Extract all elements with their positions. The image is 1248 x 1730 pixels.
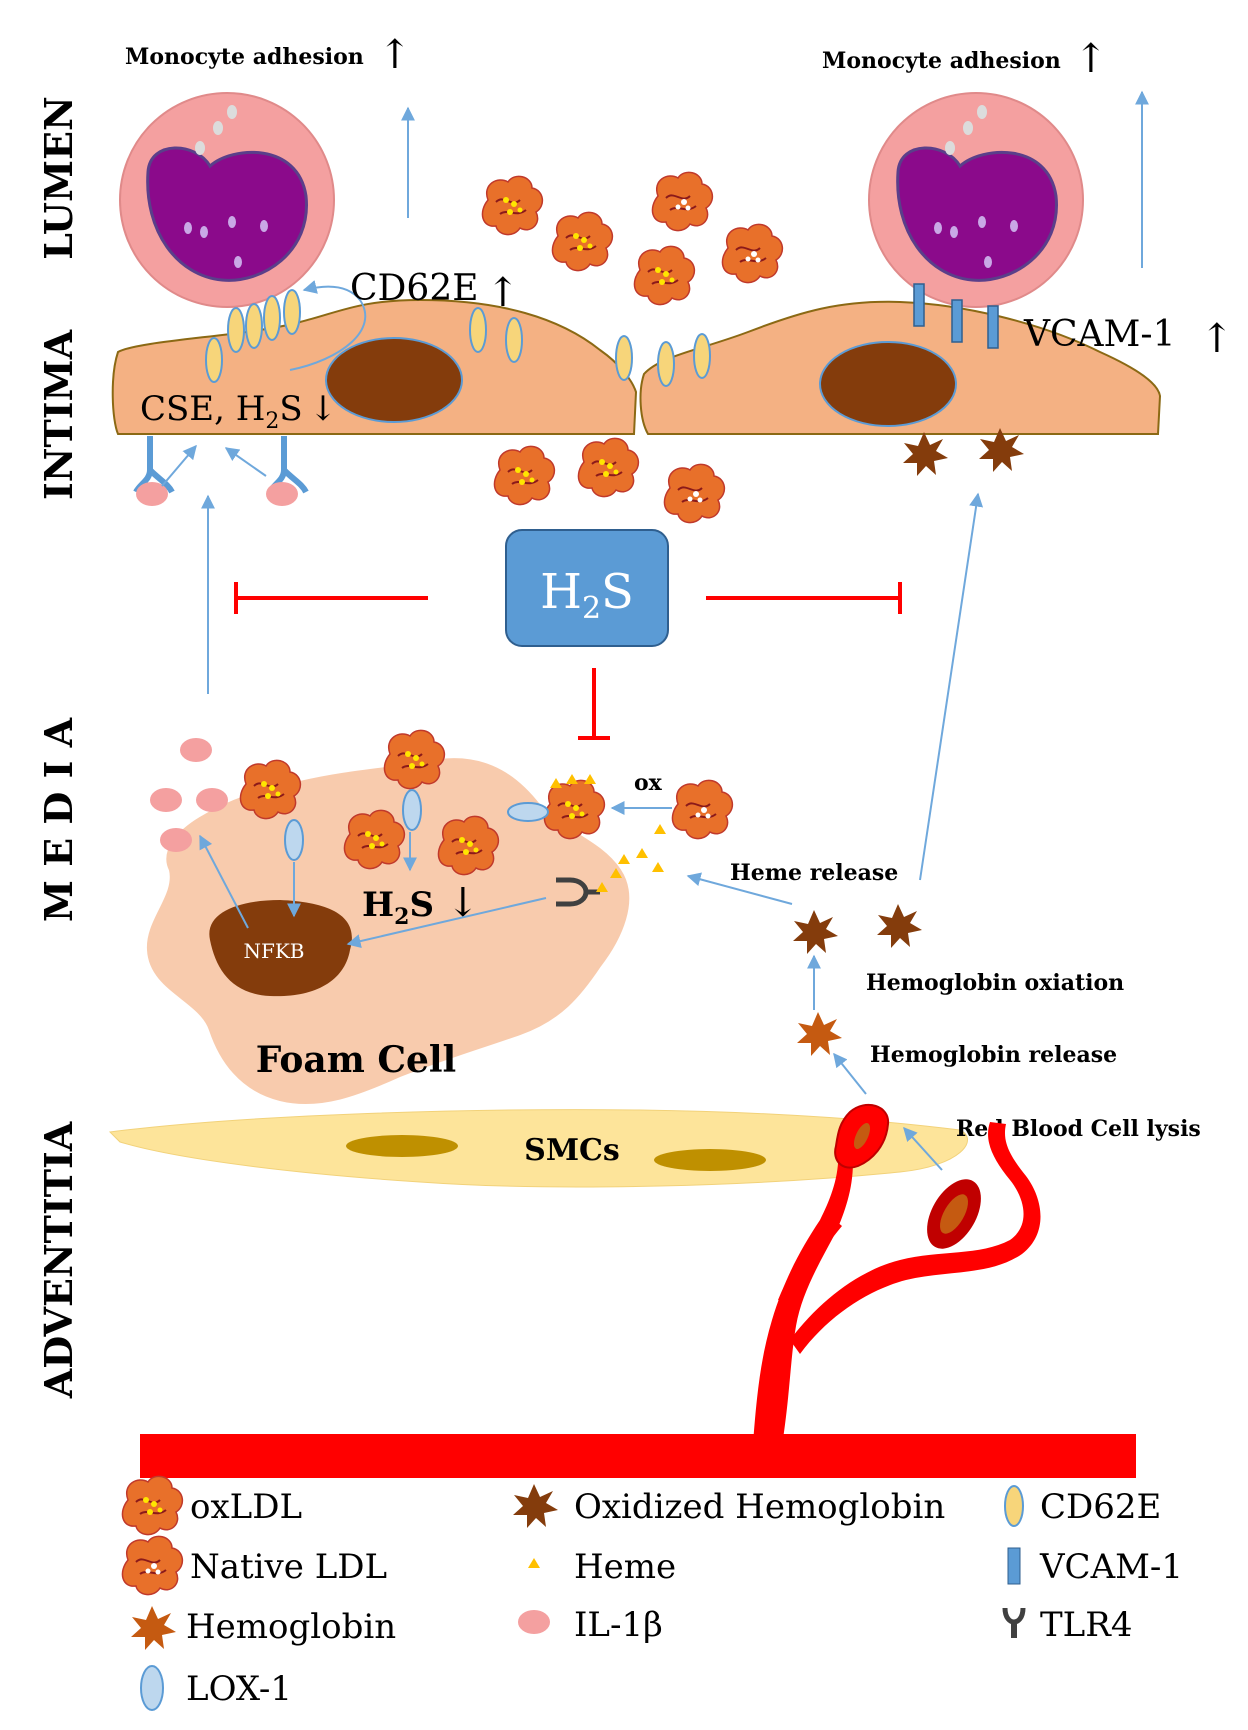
vcam1-label: VCAM-1 [1023,314,1175,355]
layer-label-adventitia: ADVENTITIA [36,1121,81,1399]
cd62e-receptors-right [657,333,711,387]
cd62e-curve-arrow [289,280,367,371]
legend-item-il1b: IL-1β [518,1605,663,1645]
monocyte-adhesion-right-label: Monocyte adhesion [822,48,1061,74]
legend-item-native-ldl: Native LDL [121,1535,387,1596]
tlr4-icon [1005,1608,1023,1638]
legend-item-heme: Heme [528,1547,676,1587]
hb-release-arrow [833,1052,867,1095]
svg-text:LOX-1: LOX-1 [186,1669,292,1709]
oxidized-hemoglobin-under-intima [903,428,1024,476]
foam-arrow-3 [199,834,249,929]
rbc-lysis-arrow-1 [903,1126,943,1171]
inhibition-down [578,668,610,740]
h2s-box [505,529,669,647]
legend-item-cd62e: CD62E [1004,1485,1161,1527]
svg-text:oxLDL: oxLDL [190,1487,302,1527]
legend: oxLDL Native LDL Hemoglobin LOX-1 Oxidiz… [121,1475,1183,1711]
cd62e-icon [1004,1485,1024,1527]
endothelial-nucleus-left [325,337,463,423]
native-ldl-icon [121,1535,184,1596]
monocyte-left [119,92,335,308]
monocyte-adhesion-left-arrow: ↑ [378,32,412,78]
heme-release-arrow [686,872,793,905]
receptor-arrow-2 [224,447,267,477]
svg-text:Native LDL: Native LDL [190,1547,387,1587]
heme-particles [550,774,666,892]
svg-text:Oxidized Hemoglobin: Oxidized Hemoglobin [574,1487,945,1527]
layer-label-media: M E D I A [36,717,81,922]
oxidized-hemoglobin-media [793,904,922,954]
arrow-heme-to-intima [919,492,984,881]
cd62e-receptors-left [205,289,633,383]
smc-layer [108,1109,968,1188]
heme-icon [528,1558,540,1568]
monocyte-adhesion-left-label: Monocyte adhesion [125,44,364,70]
ox-label: ox [634,770,663,796]
smc-nucleus-2 [654,1149,766,1171]
endothelial-nucleus-right [819,341,957,427]
oxldl-icon [121,1475,184,1536]
hemoglobin-media [797,1012,842,1056]
hemoglobin-oxidation-label: Hemoglobin oxiation [866,970,1124,996]
capillary-vessel [752,1122,1041,1458]
receptor-arrow-1 [161,444,197,487]
legend-item-oxldl: oxLDL [121,1475,302,1536]
legend-item-vcam1: VCAM-1 [1007,1547,1183,1587]
cd62e-up-arrow: ↑ [486,270,520,316]
red-blood-cell-bottom [927,1179,981,1249]
smc-nucleus-1 [346,1135,458,1157]
cse-h2s-label: CSE, H2S↓ [140,389,337,434]
vcam1-up-arrow: ↑ [1200,316,1234,362]
vcam1-receptors [913,283,999,349]
red-blood-cell-top [834,1103,890,1169]
tlr4-receptor [556,877,600,907]
foam-h2s-label: H2S↓ [362,880,480,930]
monocyte-adhesion-right-arrow: ↑ [1074,36,1108,82]
cd62e-label: CD62E [350,268,479,309]
receptor-left-1 [133,436,175,506]
foam-arrow-tlr4 [346,897,547,948]
lox1-icon [140,1665,164,1711]
endothelial-cell-right [639,300,1162,435]
monocyte-right [868,92,1084,308]
svg-text:Hemoglobin: Hemoglobin [186,1607,396,1647]
heme-release-label: Heme release [730,860,898,886]
nfkb-label: NFKB [243,939,304,963]
foam-cell-label: Foam Cell [256,1039,456,1081]
svg-text:Heme: Heme [574,1547,676,1587]
il1b-icon [518,1610,550,1634]
receptor-left-2 [266,436,309,506]
legend-item-hemoglobin: Hemoglobin [131,1606,396,1650]
svg-text:VCAM-1: VCAM-1 [1039,1547,1183,1587]
legend-item-oxidized-hemoglobin: Oxidized Hemoglobin [513,1484,945,1528]
svg-text:IL-1β: IL-1β [574,1605,663,1645]
il1b-particles [150,738,228,852]
hemoglobin-icon [131,1606,176,1650]
h2s-box-label: H2S [540,564,634,626]
svg-text:TLR4: TLR4 [1040,1605,1133,1645]
oxidized-hemoglobin-icon [513,1484,558,1528]
layer-label-lumen: LUMEN [36,96,81,260]
inhibition-left [234,582,428,614]
hemoglobin-release-label: Hemoglobin release [870,1042,1117,1068]
legend-item-lox1: LOX-1 [140,1665,292,1711]
svg-text:CD62E: CD62E [1040,1487,1161,1527]
base-vessel-bar [140,1434,1136,1478]
lox1-receptors [284,789,549,861]
layer-label-intima: INTIMA [36,329,81,500]
vcam1-icon [1007,1547,1021,1585]
inhibition-right [706,582,902,614]
foam-cell [146,758,630,1104]
legend-item-tlr4: TLR4 [1005,1605,1133,1645]
smc-label: SMCs [524,1133,620,1168]
